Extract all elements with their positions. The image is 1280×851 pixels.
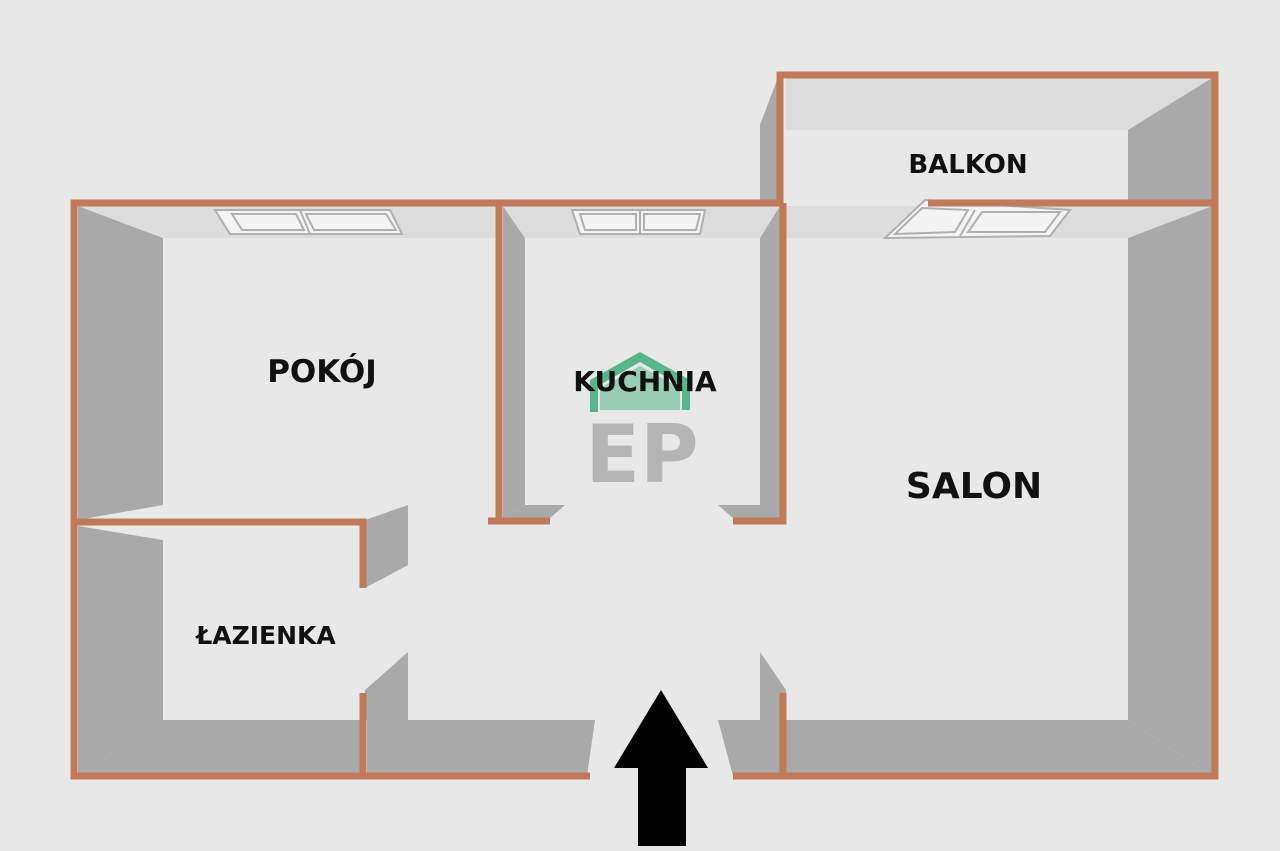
lazienka-bottom-wall-face bbox=[78, 720, 360, 776]
room-label-balkon: BALKON bbox=[908, 150, 1027, 180]
kuchnia-door-right-face bbox=[718, 505, 780, 518]
lazienka-partition-face bbox=[365, 505, 408, 588]
house-roof-icon bbox=[590, 352, 690, 412]
kuchnia-left-wall-face bbox=[503, 206, 525, 518]
pokoj-lazienka-wall bbox=[74, 518, 367, 588]
room-label-kuchnia: KUCHNIA bbox=[573, 365, 717, 398]
balkon-right-wall-face bbox=[1128, 78, 1212, 200]
windows bbox=[213, 198, 1072, 240]
kuchnia-left-wall bbox=[488, 203, 550, 525]
corridor-bottom-left-face bbox=[367, 720, 595, 776]
kuchnia-right-wall bbox=[733, 203, 787, 525]
window-salon bbox=[882, 198, 1072, 240]
room-label-pokoj: POKÓJ bbox=[267, 353, 377, 390]
window-kuchnia bbox=[570, 209, 707, 235]
kuchnia-door-left-face bbox=[503, 505, 565, 518]
logo-text: EP bbox=[585, 408, 698, 501]
salon-right-wall-face bbox=[1128, 206, 1212, 776]
salon-bottom-wall-face bbox=[786, 720, 1212, 776]
entrance-arrow-icon bbox=[614, 690, 708, 846]
window-pokoj bbox=[213, 209, 404, 235]
kuchnia-right-wall-face bbox=[760, 206, 780, 518]
balkon-top-wall-face bbox=[786, 78, 1212, 130]
lazienka-left-wall-face bbox=[78, 526, 163, 776]
room-label-salon: SALON bbox=[906, 466, 1042, 507]
balkon-left-wall-face bbox=[760, 72, 780, 200]
pokoj-left-wall-face bbox=[78, 206, 163, 520]
outer-wall bbox=[70, 71, 1219, 780]
room-label-lazienka: ŁAZIENKA bbox=[194, 621, 336, 650]
lazienka-door-jamb-face bbox=[365, 652, 408, 720]
walls bbox=[70, 71, 1219, 780]
corridor-bottom-right-face bbox=[718, 720, 780, 776]
